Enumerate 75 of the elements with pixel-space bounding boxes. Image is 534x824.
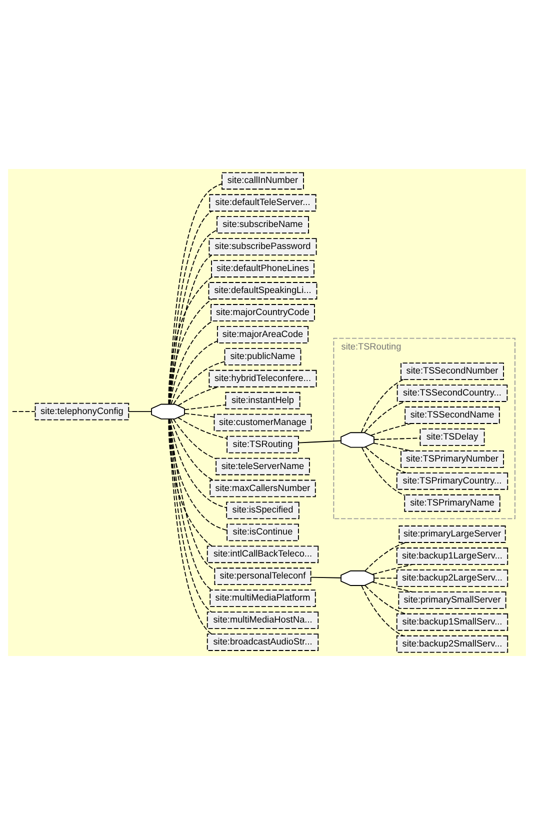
node-octagon: [340, 570, 374, 586]
connector: [373, 442, 412, 451]
node-box: site:backup1LargeServ...: [396, 547, 508, 564]
connector: [372, 564, 414, 574]
connector: [184, 404, 226, 410]
node-box: site:callInNumber: [222, 172, 304, 190]
connector: [178, 386, 219, 406]
connector: [169, 229, 218, 404]
connector: [372, 581, 414, 592]
node-box: site:majorAreaCode: [216, 326, 309, 343]
node-box: site:TSSecondNumber: [400, 362, 504, 380]
connector: [370, 422, 412, 436]
connector: [184, 412, 214, 417]
node-box: site:personalTeleconf: [214, 567, 312, 585]
node-box: site:TSPrimaryNumber: [400, 450, 504, 468]
connector: [170, 418, 214, 480]
node-box: site:broadcastAudioStr...: [206, 633, 319, 650]
connector: [168, 418, 212, 546]
node-box: site:teleServerName: [216, 457, 310, 475]
node-octagon: [151, 403, 185, 419]
connector: [172, 418, 216, 459]
connector: [169, 418, 216, 570]
node-box: site:multiMediaPlatform: [210, 589, 316, 607]
node-box: site:defaultSpeakingLi...: [208, 282, 318, 299]
connector: [374, 577, 398, 578]
connector: [170, 340, 218, 404]
connector: [361, 584, 404, 636]
node-box: site:primarySmallServer: [398, 590, 506, 608]
node-box: site:telephonyConfig: [34, 402, 130, 420]
connector: [169, 418, 227, 508]
connector: [12, 410, 36, 412]
node-box: site:instantHelp: [225, 391, 300, 409]
node-box: site:TSDelay: [420, 428, 485, 446]
connector: [364, 400, 406, 433]
node-box: site:hybridTeleconfere...: [208, 369, 317, 387]
node-box: site:primaryLargeServer: [398, 525, 506, 542]
connector: [168, 182, 222, 404]
connector: [361, 446, 406, 496]
connector: [168, 298, 213, 404]
connector: [310, 576, 342, 578]
node-box: site:subscribePassword: [208, 238, 317, 255]
node-box: site:backup1SmallServ...: [396, 612, 508, 630]
connector: [168, 276, 212, 404]
node-box: site:defaultTeleServer...: [209, 194, 316, 212]
node-box: site:backup2SmallServ...: [396, 634, 508, 652]
connector: [178, 416, 228, 438]
node-box: site:customerManage: [214, 413, 312, 431]
connector: [168, 210, 212, 404]
connector: [298, 440, 342, 443]
connector: [168, 418, 228, 530]
connector: [374, 437, 420, 440]
node-box: site:TSSecondCountry...: [396, 384, 508, 402]
node-box: site:defaultPhoneLines: [211, 260, 314, 277]
connector: [169, 254, 212, 404]
node-box: site:intlCallBackTeleco...: [206, 545, 319, 563]
node-box: site:subscribeName: [216, 216, 309, 234]
connector: [172, 360, 226, 404]
node-box: site:TSRouting: [226, 435, 299, 453]
node-box: site:majorCountryCode: [210, 304, 315, 321]
connector: [169, 320, 214, 404]
connector: [364, 542, 406, 571]
node-box: site:isSpecified: [226, 501, 300, 519]
node-box: site:publicName: [224, 347, 302, 365]
connector: [364, 584, 406, 614]
connector: [360, 378, 404, 432]
node-box: site:backup2LargeServ...: [396, 569, 508, 586]
node-box: site:TSPrimaryName: [404, 494, 500, 512]
node-box: site:multiMediaHostNa...: [206, 611, 319, 628]
connector: [364, 446, 406, 473]
node-box: site:isContinue: [226, 523, 299, 541]
node-box: site:TSPrimaryCountry...: [396, 472, 508, 490]
node-octagon: [340, 432, 374, 448]
node-box: site:maxCallersNumber: [210, 479, 316, 497]
connector: [128, 410, 152, 412]
node-box: site:TSSecondName: [404, 406, 500, 424]
